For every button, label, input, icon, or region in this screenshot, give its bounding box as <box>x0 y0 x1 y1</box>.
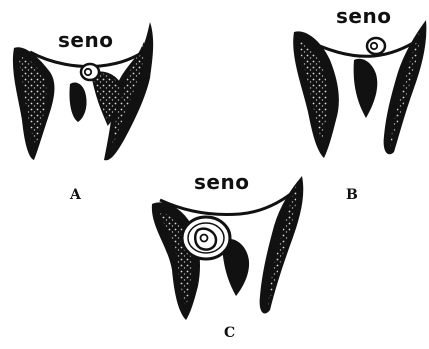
panel-a-sinus-label: seno <box>58 30 113 50</box>
panel-b-drawing <box>293 20 426 158</box>
panel-a-inner-root <box>69 83 86 123</box>
panel-b-central-root <box>354 59 378 118</box>
panel-c-sinus-label: seno <box>194 172 249 192</box>
panel-b-sinus-label: seno <box>336 6 391 26</box>
panel-c-apex <box>195 229 216 250</box>
panel-c-drawing <box>152 176 303 320</box>
panel-c-letter: C <box>224 326 235 340</box>
panel-a-apex-cyst <box>81 64 99 80</box>
panel-b-letter: B <box>346 188 358 202</box>
panel-b-apex-cyst <box>367 38 385 54</box>
panel-a-letter: A <box>70 188 81 202</box>
